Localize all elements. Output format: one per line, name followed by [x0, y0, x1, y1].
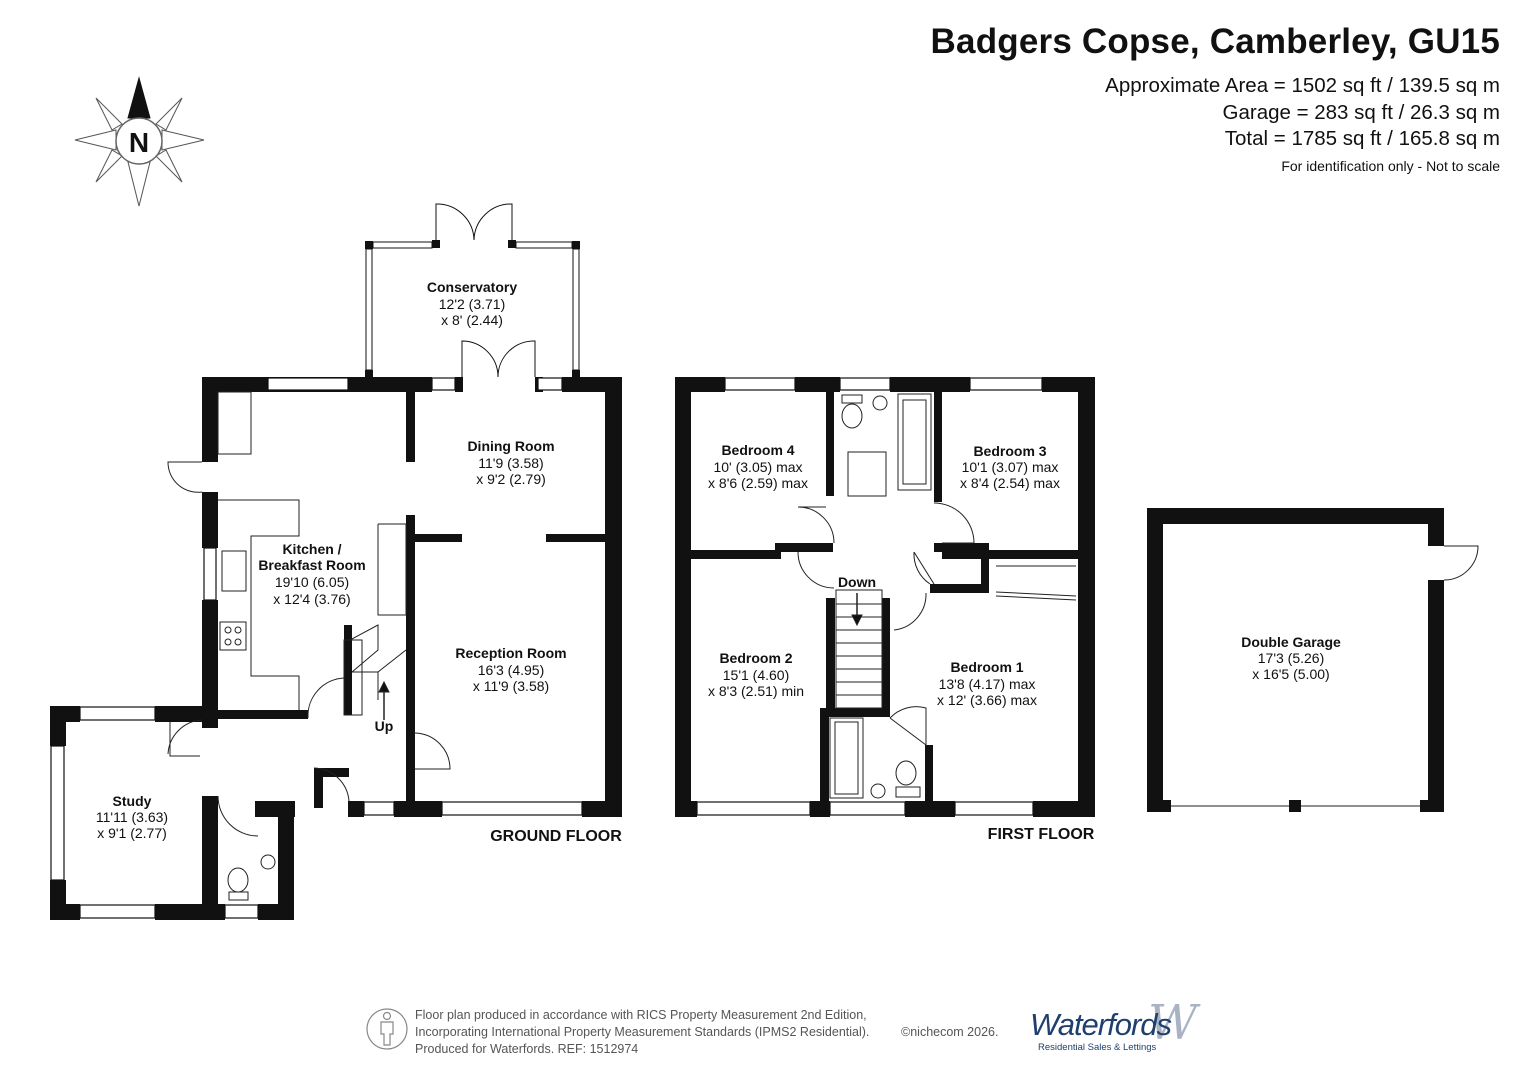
- stairs-down-label: Down: [838, 574, 876, 590]
- garage-fittings: [1171, 545, 1479, 807]
- total-area: Total = 1785 sq ft / 165.8 sq m: [1224, 127, 1500, 150]
- person-icon: [366, 1008, 408, 1050]
- room-dim-bedroom-4-2: x 8'6 (2.59) max: [708, 475, 808, 491]
- property-title: Badgers Copse, Camberley, GU15: [930, 22, 1500, 61]
- room-dim-kitchen-2: x 12'4 (3.76): [273, 591, 350, 607]
- compass-icon: N: [74, 76, 205, 207]
- room-dim-bedroom-4-1: 10' (3.05) max: [713, 459, 802, 475]
- waterfords-logo: W Waterfords Residential Sales & Letting…: [1030, 995, 1210, 1063]
- room-name-reception: Reception Room: [455, 645, 566, 661]
- logo-brand: Waterfords: [1030, 1007, 1172, 1042]
- first-floor-fittings: [797, 393, 1077, 799]
- footer-copyright: ©nichecom 2026.: [901, 1025, 999, 1039]
- room-dim-conservatory-1: 12'2 (3.71): [439, 296, 506, 312]
- conservatory-frame: [365, 203, 580, 378]
- room-name-bedroom-4: Bedroom 4: [721, 442, 794, 458]
- approximate-area: Approximate Area = 1502 sq ft / 139.5 sq…: [1105, 74, 1500, 97]
- room-dim-bedroom-3-1: 10'1 (3.07) max: [962, 459, 1059, 475]
- footer-line-2: Incorporating International Property Mea…: [415, 1025, 870, 1039]
- garage-area: Garage = 283 sq ft / 26.3 sq m: [1222, 101, 1500, 124]
- first-floor-label: FIRST FLOOR: [988, 826, 1095, 843]
- ground-floor-windows: [50, 377, 583, 919]
- room-dim-study-2: x 9'1 (2.77): [97, 825, 167, 841]
- ground-floor-label: GROUND FLOOR: [490, 828, 622, 845]
- room-dim-garage-1: 17'3 (5.26): [1258, 650, 1325, 666]
- stairs-up-label: Up: [375, 718, 394, 734]
- room-dim-bedroom-2-2: x 8'3 (2.51) min: [708, 683, 804, 699]
- room-dim-dining-2: x 9'2 (2.79): [476, 471, 546, 487]
- room-dim-reception-1: 16'3 (4.95): [478, 662, 545, 678]
- room-dim-reception-2: x 11'9 (3.58): [473, 678, 549, 694]
- room-dim-conservatory-2: x 8' (2.44): [441, 312, 503, 328]
- room-dim-bedroom-1-1: 13'8 (4.17) max: [939, 676, 1036, 692]
- scale-note: For identification only - Not to scale: [1281, 158, 1500, 174]
- room-dim-dining-1: 11'9 (3.58): [478, 455, 543, 471]
- garage-walls: [1147, 508, 1444, 812]
- logo-tagline: Residential Sales & Lettings: [1038, 1042, 1157, 1053]
- room-name-kitchen-1: Kitchen /: [282, 541, 341, 557]
- room-name-kitchen-2: Breakfast Room: [258, 557, 365, 573]
- room-dim-bedroom-2-1: 15'1 (4.60): [723, 667, 790, 683]
- room-name-study: Study: [113, 793, 152, 809]
- footer-line-1: Floor plan produced in accordance with R…: [415, 1008, 867, 1022]
- room-name-garage: Double Garage: [1241, 634, 1341, 650]
- ground-floor-fittings: [167, 391, 451, 901]
- footer-line-3: Produced for Waterfords. REF: 1512974: [415, 1042, 639, 1056]
- room-name-conservatory: Conservatory: [427, 279, 517, 295]
- room-name-dining: Dining Room: [467, 438, 554, 454]
- compass-north-label: N: [129, 127, 149, 158]
- room-name-bedroom-1: Bedroom 1: [950, 659, 1023, 675]
- room-dim-study-1: 11'11 (3.63): [96, 809, 168, 825]
- logo-mark: W: [1148, 995, 1198, 1051]
- room-dim-bedroom-1-2: x 12' (3.66) max: [937, 692, 1037, 708]
- room-name-bedroom-3: Bedroom 3: [973, 443, 1046, 459]
- room-name-bedroom-2: Bedroom 2: [719, 650, 792, 666]
- first-floor-windows: [696, 377, 1043, 816]
- first-floor-walls: [675, 377, 1095, 817]
- room-dim-kitchen-1: 19'10 (6.05): [275, 574, 349, 590]
- footer-text: Floor plan produced in accordance with R…: [415, 1007, 998, 1058]
- room-dim-garage-2: x 16'5 (5.00): [1252, 666, 1329, 682]
- room-dim-bedroom-3-2: x 8'4 (2.54) max: [960, 475, 1060, 491]
